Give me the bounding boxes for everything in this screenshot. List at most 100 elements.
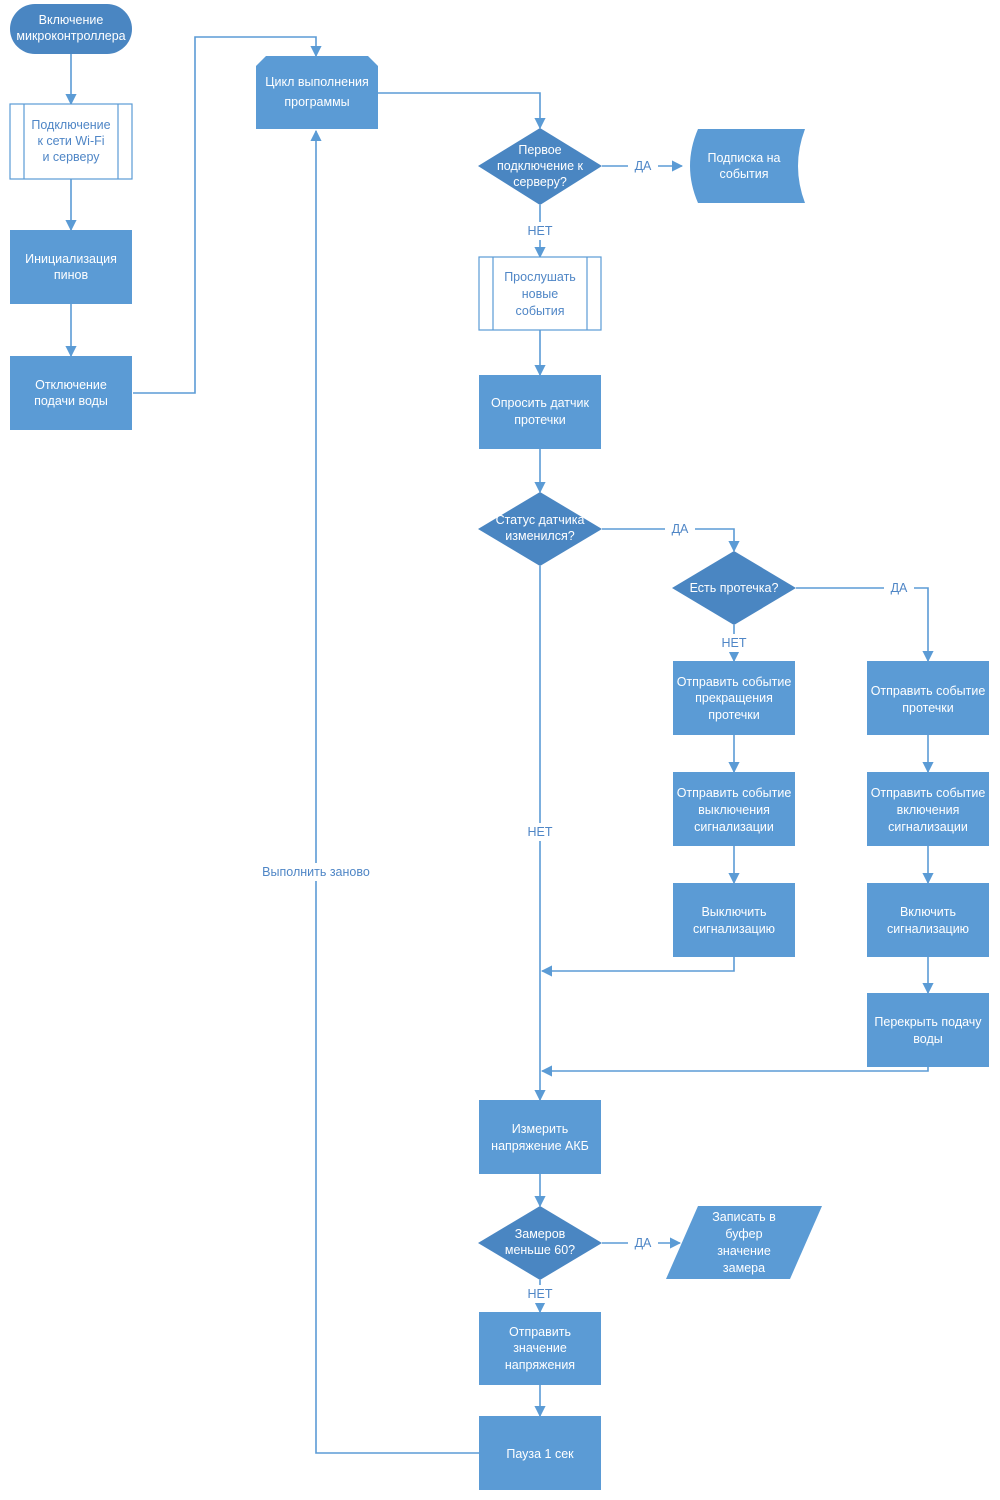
node-leak: Есть протечка? [672, 551, 796, 625]
node-pins: Инициализация пинов [10, 230, 132, 304]
node-alarm-on-line: сигнализацию [887, 922, 969, 936]
node-loop-line: программы [284, 95, 349, 109]
node-water-off-line: подачи воды [34, 394, 108, 408]
node-status-changed: Статус датчика изменился? [478, 492, 602, 566]
edges [65, 36, 934, 1454]
node-send-alarm-off-line: сигнализации [694, 820, 774, 834]
node-alarm-on-line: Включить [900, 905, 956, 919]
label-repeat: Выполнить заново [262, 865, 370, 879]
node-wifi: Подключение к сети Wi-Fi и серверу [9, 103, 133, 180]
node-buffer-line: Записать в [712, 1210, 776, 1224]
node-buffer-line: буфер [725, 1227, 762, 1241]
node-send-alarm-on-line: сигнализации [888, 820, 968, 834]
node-send-alarm-off: Отправить событие выключения сигнализации [673, 772, 795, 846]
svg-text:Есть протечка?: Есть протечка? [690, 581, 779, 595]
label-count-no: НЕТ [528, 1287, 553, 1301]
svg-text:Пауза 1 сек: Пауза 1 сек [506, 1447, 574, 1461]
node-buffer-line: замера [723, 1261, 765, 1275]
label-leak-no: НЕТ [722, 636, 747, 650]
node-listen-line: новые [522, 287, 558, 301]
node-poll-sensor-line: Опросить датчик [491, 396, 590, 410]
node-buffer: Записать в буфер значение замера [666, 1206, 822, 1279]
label-first-yes: ДА [635, 159, 652, 173]
edge-water-loop [133, 36, 322, 394]
nodes: Включение микроконтроллера Подключение к с… [9, 4, 989, 1490]
node-measure-line: Измерить [512, 1122, 568, 1136]
edge-shutwater-merge [540, 1065, 929, 1077]
node-send-alarm-on: Отправить событие включения сигнализации [867, 772, 989, 846]
edge-loop-first [378, 92, 546, 130]
label-first-no: НЕТ [528, 224, 553, 238]
node-first-conn-line: Первое [518, 143, 561, 157]
node-alarm-off-line: сигнализацию [693, 922, 775, 936]
node-shut-water-line: Перекрыть подачу [874, 1015, 982, 1029]
node-send-alarm-off-line: выключения [698, 803, 770, 817]
node-first-conn-line: подключение к [497, 159, 584, 173]
edge-labels: ДА НЕТ ДА ДА НЕТ НЕТ Выполнить заново ДА… [256, 157, 914, 1303]
node-subscribe-line: события [720, 167, 769, 181]
node-send-alarm-on-line: Отправить событие [871, 786, 986, 800]
node-count-check-line: меньше 60? [505, 1243, 575, 1257]
node-send-alarm-on-line: включения [897, 803, 960, 817]
node-send-leak-stop-line: прекращения [695, 691, 773, 705]
node-loop-line: Цикл выполнения [265, 75, 368, 89]
node-start-line: Включение [39, 13, 104, 27]
node-status-changed-line: Статус датчика [496, 513, 585, 527]
node-send-voltage: Отправить значение напряжения [479, 1312, 601, 1385]
node-pause-line: Пауза 1 сек [506, 1447, 574, 1461]
node-shut-water-line: воды [913, 1032, 942, 1046]
node-pins-line: Инициализация [25, 252, 117, 266]
edge-status-leak [602, 528, 740, 553]
node-wifi-line: Подключение [31, 118, 110, 132]
node-count-check: Замеров меньше 60? [478, 1206, 602, 1280]
node-listen-line: Прослушать [504, 270, 576, 284]
node-send-voltage-line: значение [513, 1341, 567, 1355]
label-status-yes: ДА [672, 522, 689, 536]
node-wifi-line: и серверу [42, 150, 100, 164]
node-listen-line: события [516, 304, 565, 318]
node-pins-line: пинов [54, 268, 89, 282]
node-measure: Измерить напряжение АКБ [479, 1100, 601, 1174]
edge-leak-sendleak [796, 587, 934, 663]
node-send-alarm-off-line: Отправить событие [677, 786, 792, 800]
node-measure-line: напряжение АКБ [491, 1139, 589, 1153]
node-send-leak-line: Отправить событие [871, 684, 986, 698]
node-alarm-on: Включить сигнализацию [867, 883, 989, 957]
node-water-off: Отключение подачи воды [10, 356, 132, 430]
node-pause: Пауза 1 сек [479, 1416, 601, 1490]
node-start-line: микроконтроллера [16, 29, 125, 43]
node-send-voltage-line: Отправить [509, 1325, 571, 1339]
node-water-off-line: Отключение [35, 378, 107, 392]
node-leak-line: Есть протечка? [690, 581, 779, 595]
label-leak-yes: ДА [891, 581, 908, 595]
node-count-check-line: Замеров [515, 1227, 566, 1241]
node-send-voltage-line: напряжения [505, 1358, 575, 1372]
edge-alarmoff-merge [540, 957, 735, 977]
node-send-leak-stop-line: Отправить событие [677, 675, 792, 689]
node-listen: Прослушать новые события [478, 256, 602, 331]
node-buffer-line: значение [717, 1244, 771, 1258]
node-wifi-line: к сети Wi-Fi [37, 134, 104, 148]
node-status-changed-line: изменился? [505, 529, 574, 543]
